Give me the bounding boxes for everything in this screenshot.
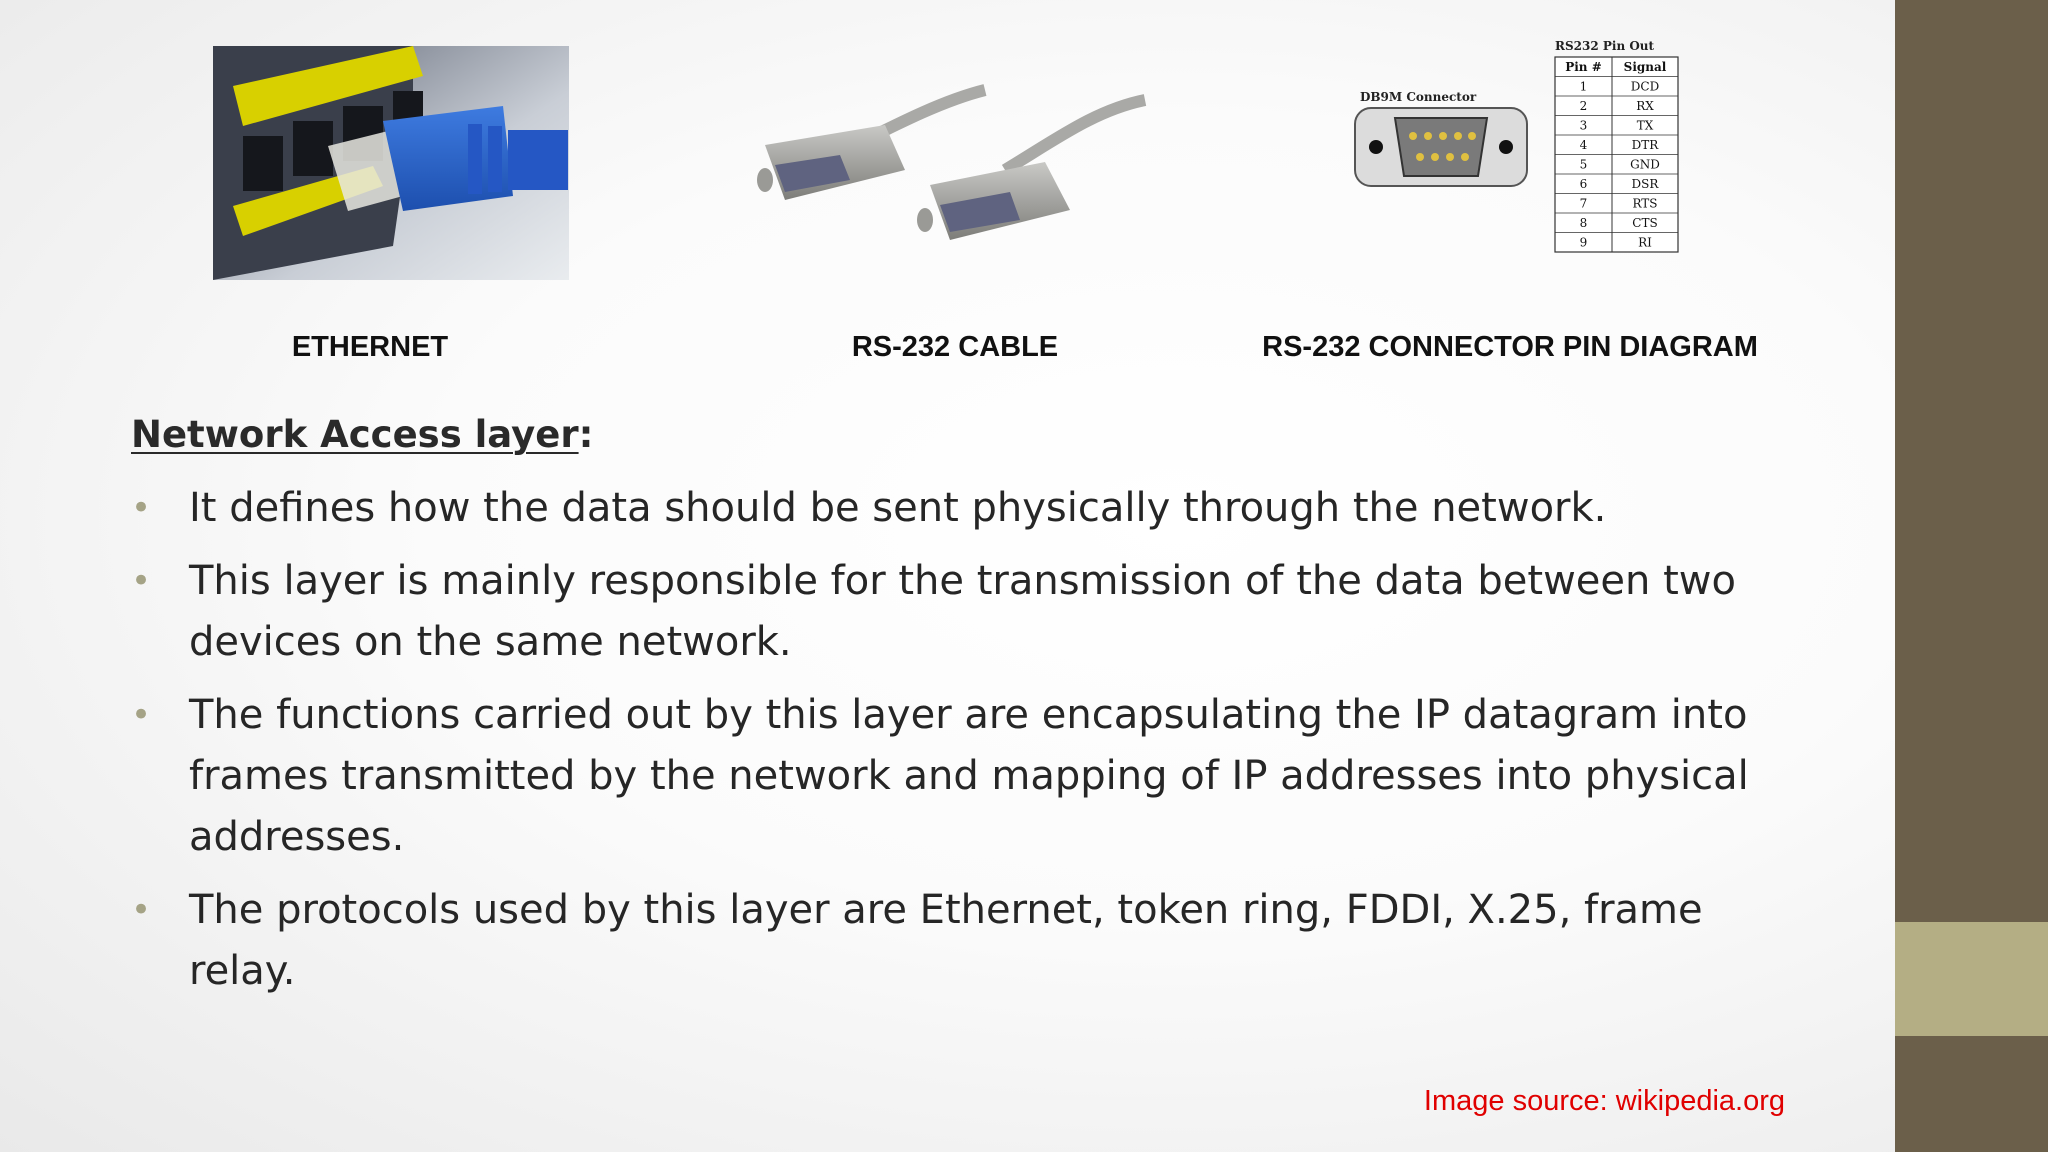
pinout-cell-pin: 2 xyxy=(1580,99,1588,113)
slide: RS232 Pin Out DB9M Connector Pin # Signal… xyxy=(0,0,1895,1152)
pinout-cell-signal: RTS xyxy=(1632,197,1657,211)
pinout-title: RS232 Pin Out xyxy=(1555,39,1655,53)
bullet-item: • The functions carried out by this layer… xyxy=(131,685,1811,868)
pinout-cell-signal: DTR xyxy=(1632,138,1660,152)
pinout-cell-pin: 9 xyxy=(1580,236,1588,250)
bullet-icon: • xyxy=(131,488,152,528)
section-heading-text: Network Access layer xyxy=(131,413,579,456)
pinout-table: Pin # Signal 1 DCD 2 RX 3 TX 4 DTR 5 GND 6 DSR 7 RTS 8 CT… xyxy=(1554,56,1679,253)
bullet-icon: • xyxy=(131,695,152,735)
bullet-text: The protocols used by this layer are Eth… xyxy=(189,887,1703,994)
connector-label: DB9M Connector xyxy=(1360,90,1477,104)
rs232-pin-diagram: RS232 Pin Out DB9M Connector Pin # Signal… xyxy=(1354,39,1679,253)
bullet-text: The functions carried out by this layer … xyxy=(189,692,1749,860)
caption-ethernet: ETHERNET xyxy=(291,331,449,363)
sidebar-accent-band xyxy=(1895,922,2048,1036)
ethernet-photo xyxy=(213,46,569,280)
bullet-text: It defines how the data should be sent p… xyxy=(189,485,1607,531)
pinout-header-pin: Pin # xyxy=(1565,60,1602,74)
pinout-cell-signal: GND xyxy=(1630,158,1660,172)
pinout-cell-pin: 3 xyxy=(1580,119,1588,133)
pinout-cell-pin: 6 xyxy=(1580,177,1588,191)
section-heading-suffix: : xyxy=(578,413,594,456)
pinout-cell-signal: DCD xyxy=(1631,80,1659,94)
rs232-cable-photo xyxy=(757,84,1147,240)
pinout-cell-signal: DSR xyxy=(1632,177,1660,191)
bullet-item: • It defines how the data should be sent … xyxy=(131,478,1811,539)
caption-rs232-cable: RS-232 CABLE xyxy=(851,331,1059,363)
bullet-icon: • xyxy=(131,561,152,601)
section-heading: Network Access layer: xyxy=(131,410,593,460)
pinout-cell-pin: 7 xyxy=(1580,197,1588,211)
pinout-cell-pin: 1 xyxy=(1580,80,1588,94)
image-source-credit: Image source: wikipedia.org xyxy=(1423,1085,1785,1117)
pinout-cell-pin: 5 xyxy=(1580,158,1588,172)
pinout-cell-pin: 4 xyxy=(1580,138,1588,152)
theme-sidebar xyxy=(1895,0,2048,1152)
caption-rs232-pin-diagram: RS-232 CONNECTOR PIN DIAGRAM xyxy=(1262,331,1758,363)
pinout-cell-signal: TX xyxy=(1637,119,1654,133)
bullet-item: • This layer is mainly responsible for th… xyxy=(131,551,1811,673)
pinout-cell-signal: RI xyxy=(1638,236,1652,250)
pinout-cell-signal: RX xyxy=(1636,99,1654,113)
bullet-item: • The protocols used by this layer are Et… xyxy=(131,880,1811,1002)
bullet-list: • It defines how the data should be sent … xyxy=(131,478,1811,1014)
bullet-icon: • xyxy=(131,890,152,930)
bullet-text: This layer is mainly responsible for the… xyxy=(189,558,1736,665)
pinout-header-signal: Signal xyxy=(1624,60,1667,74)
db9-connector xyxy=(1354,107,1528,187)
pinout-cell-signal: CTS xyxy=(1632,216,1657,230)
pinout-cell-pin: 8 xyxy=(1580,216,1588,230)
